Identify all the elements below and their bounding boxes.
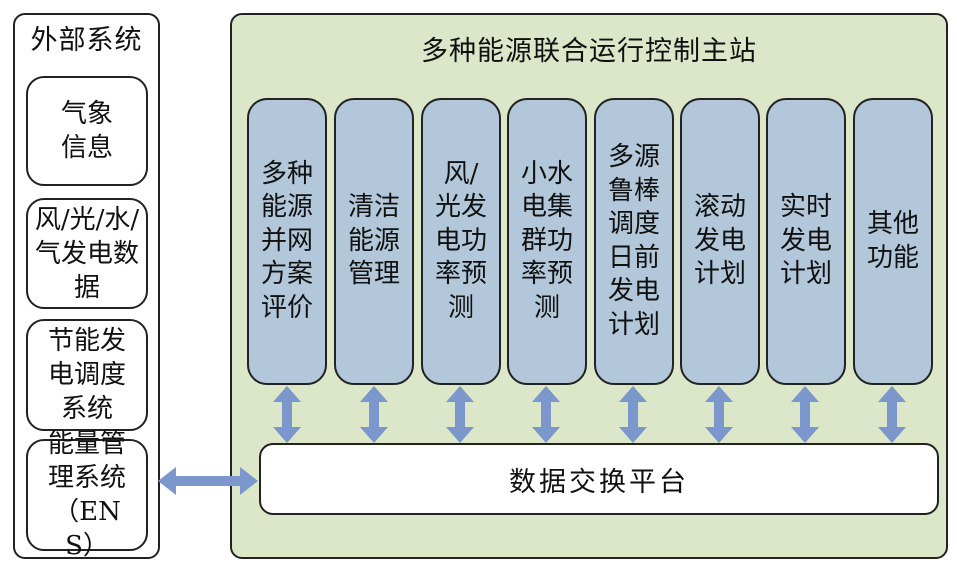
module-rolling-generation-plan: 滚动发电计划 <box>680 98 760 385</box>
module-small-hydro-forecast: 小水电集群功率预测 <box>507 98 587 385</box>
external-dispatch-system-box: 节能发电调度系统 <box>26 319 148 431</box>
external-generation-data-box: 风/光/水/气发电数据 <box>26 198 148 309</box>
module-label: 多种能源并网方案评价 <box>260 158 313 323</box>
master-station-panel: 多种能源联合运行控制主站 多种能源并网方案评价 清洁能源管理 风/光发电功率预测… <box>230 13 948 559</box>
module-label: 清洁能源管理 <box>347 192 400 290</box>
module-label: 滚动发电计划 <box>693 192 746 290</box>
module-label: 多源鲁棒调度日前发电计划 <box>607 142 660 340</box>
data-exchange-platform-label: 数据交换平台 <box>509 466 689 498</box>
master-station-title: 多种能源联合运行控制主站 <box>421 36 757 67</box>
external-weather-box: 气象信息 <box>26 76 148 186</box>
external-systems-title: 外部系统 <box>30 25 143 56</box>
module-wind-solar-forecast: 风/光发电功率预测 <box>421 98 501 385</box>
module-other-functions: 其他功能 <box>853 98 933 385</box>
module-grid-connection-evaluation: 多种能源并网方案评价 <box>247 98 327 385</box>
module-clean-energy-management: 清洁能源管理 <box>334 98 414 385</box>
external-dispatch-system-label: 节能发电调度系统 <box>47 326 126 424</box>
external-systems-panel: 外部系统 气象信息 风/光/水/气发电数据 节能发电调度系统 能量管理系统（EN… <box>13 13 160 561</box>
external-generation-data-label: 风/光/水/气发电数据 <box>34 204 140 303</box>
module-label: 实时发电计划 <box>779 192 832 290</box>
module-label: 风/光发电功率预测 <box>434 158 487 323</box>
external-ens-label: 能量管理系统（ENS） <box>47 429 126 561</box>
module-label: 小水电集群功率预测 <box>520 158 573 323</box>
external-weather-label: 气象信息 <box>60 99 113 163</box>
external-ens-box: 能量管理系统（ENS） <box>26 429 148 561</box>
module-robust-day-ahead-plan: 多源鲁棒调度日前发电计划 <box>594 98 674 385</box>
module-realtime-generation-plan: 实时发电计划 <box>766 98 846 385</box>
module-label: 其他功能 <box>866 209 919 273</box>
data-exchange-platform: 数据交换平台 <box>259 443 939 515</box>
